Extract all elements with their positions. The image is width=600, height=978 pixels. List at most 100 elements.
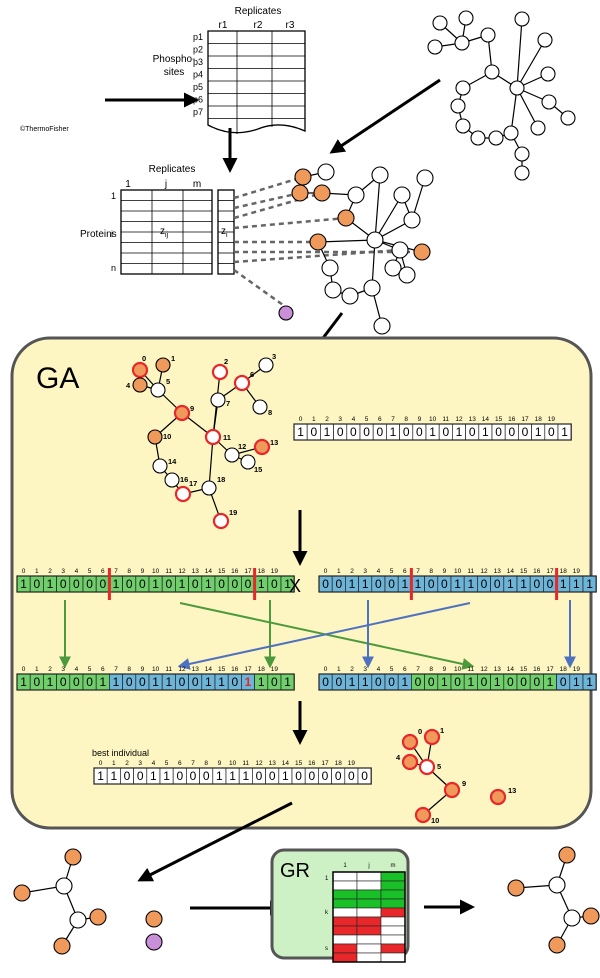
gene-bit: 1 [110, 769, 117, 783]
network-node [480, 27, 496, 43]
network-node [503, 125, 519, 141]
protein-row-n: n [111, 263, 116, 273]
gene-bit: 0 [507, 675, 514, 689]
gene-bit: 0 [60, 577, 67, 591]
network-node [150, 382, 166, 398]
gene-index: 15 [218, 666, 226, 673]
gr-cell [380, 925, 406, 936]
gene-bit: 0 [269, 769, 276, 783]
gr-row-1: 1 [325, 876, 329, 882]
gene-index: 17 [546, 666, 554, 673]
gr-col-j: j [367, 863, 369, 869]
gene-index: 11 [442, 416, 449, 423]
gene-index: 12 [480, 568, 488, 575]
gene-index: 13 [192, 666, 200, 673]
gr-cell [332, 952, 358, 963]
gene-index: 12 [455, 416, 463, 423]
gene-index: 5 [165, 760, 169, 767]
gene-index: 7 [416, 568, 420, 575]
network-node [455, 118, 471, 134]
network-node [416, 169, 434, 187]
gene-index: 11 [467, 666, 474, 673]
network-node [152, 458, 168, 474]
network-node [210, 392, 226, 408]
gene-bit: 0 [428, 577, 435, 591]
network-edge [374, 174, 381, 241]
gene-index: 18 [258, 666, 266, 673]
node-label-6: 6 [250, 370, 254, 379]
gene-index: 9 [443, 666, 447, 673]
gene-index: 15 [218, 568, 226, 575]
gene-index: 6 [403, 666, 407, 673]
protein-col-j: j [164, 179, 167, 190]
gene-index: 17 [521, 416, 529, 423]
gene-index: 15 [295, 760, 303, 767]
network-node [201, 480, 217, 496]
network-node [384, 259, 402, 277]
gene-index: 8 [127, 568, 131, 575]
network-node [64, 848, 82, 866]
network-node [373, 317, 391, 335]
gene-index: 12 [178, 666, 186, 673]
gene-index: 1 [35, 568, 39, 575]
gene-bit: 0 [256, 769, 263, 783]
gr-cell [332, 916, 358, 927]
gene-bit: 0 [86, 577, 93, 591]
network-node [414, 806, 432, 824]
gene-bit: 1 [205, 675, 212, 689]
network-edge [317, 239, 376, 243]
gene-index: 18 [535, 416, 543, 423]
gene-bit: 1 [456, 425, 463, 439]
node-label-18: 18 [217, 475, 225, 484]
phosphosite-table: Replicates r1 r2 r3 Phospho- sites p1p2p… [153, 6, 306, 134]
gene-index: 5 [88, 568, 92, 575]
network-node [548, 876, 566, 894]
network-node [252, 399, 268, 415]
gene-index: 16 [231, 568, 239, 575]
chromosome-child-1: 1001120304051617080911011101201311411501… [16, 666, 295, 691]
network-node [240, 454, 256, 470]
gene-bit: 1 [152, 675, 159, 689]
network-node [69, 911, 87, 929]
gr-cell [380, 943, 406, 954]
node-label-4: 4 [396, 753, 401, 762]
node-label-7: 7 [226, 399, 230, 408]
gene-bit: 0 [73, 577, 80, 591]
gene-index: 18 [335, 760, 343, 767]
gene-index: 10 [429, 416, 437, 423]
gene-index: 16 [533, 568, 541, 575]
gene-bit: 1 [547, 675, 554, 689]
gene-bit: 1 [245, 675, 252, 689]
gr-cell [380, 907, 406, 918]
gene-bit: 0 [86, 675, 93, 689]
gene-bit: 1 [113, 577, 120, 591]
gr-cell [356, 880, 382, 891]
gene-index: 14 [205, 666, 213, 673]
gene-index: 2 [48, 568, 52, 575]
network-node [454, 35, 470, 51]
gene-bit: 0 [361, 769, 368, 783]
best-individual-label: best individual [92, 748, 149, 758]
gene-index: 3 [138, 760, 142, 767]
gene-bit: 1 [494, 675, 501, 689]
gene-index: 11 [467, 568, 474, 575]
gene-bit: 0 [533, 577, 540, 591]
gene-index: 1 [112, 760, 116, 767]
gene-bit: 0 [442, 425, 449, 439]
gene-bit: 1 [218, 675, 225, 689]
network-edge [510, 87, 518, 134]
gr-cell [356, 952, 382, 963]
gene-bit: 1 [520, 577, 527, 591]
gene-index: 18 [560, 666, 568, 673]
gene-index: 2 [350, 568, 354, 575]
gr-cell [380, 934, 406, 945]
gene-bit: 0 [179, 675, 186, 689]
gene-index: 16 [508, 416, 516, 423]
network-bottom-left [13, 848, 163, 955]
gene-bit: 0 [126, 675, 133, 689]
gene-index: 4 [377, 666, 381, 673]
network-node [418, 758, 436, 776]
gene-bit: 0 [348, 769, 355, 783]
network-node [324, 281, 342, 299]
gene-index: 19 [573, 568, 581, 575]
